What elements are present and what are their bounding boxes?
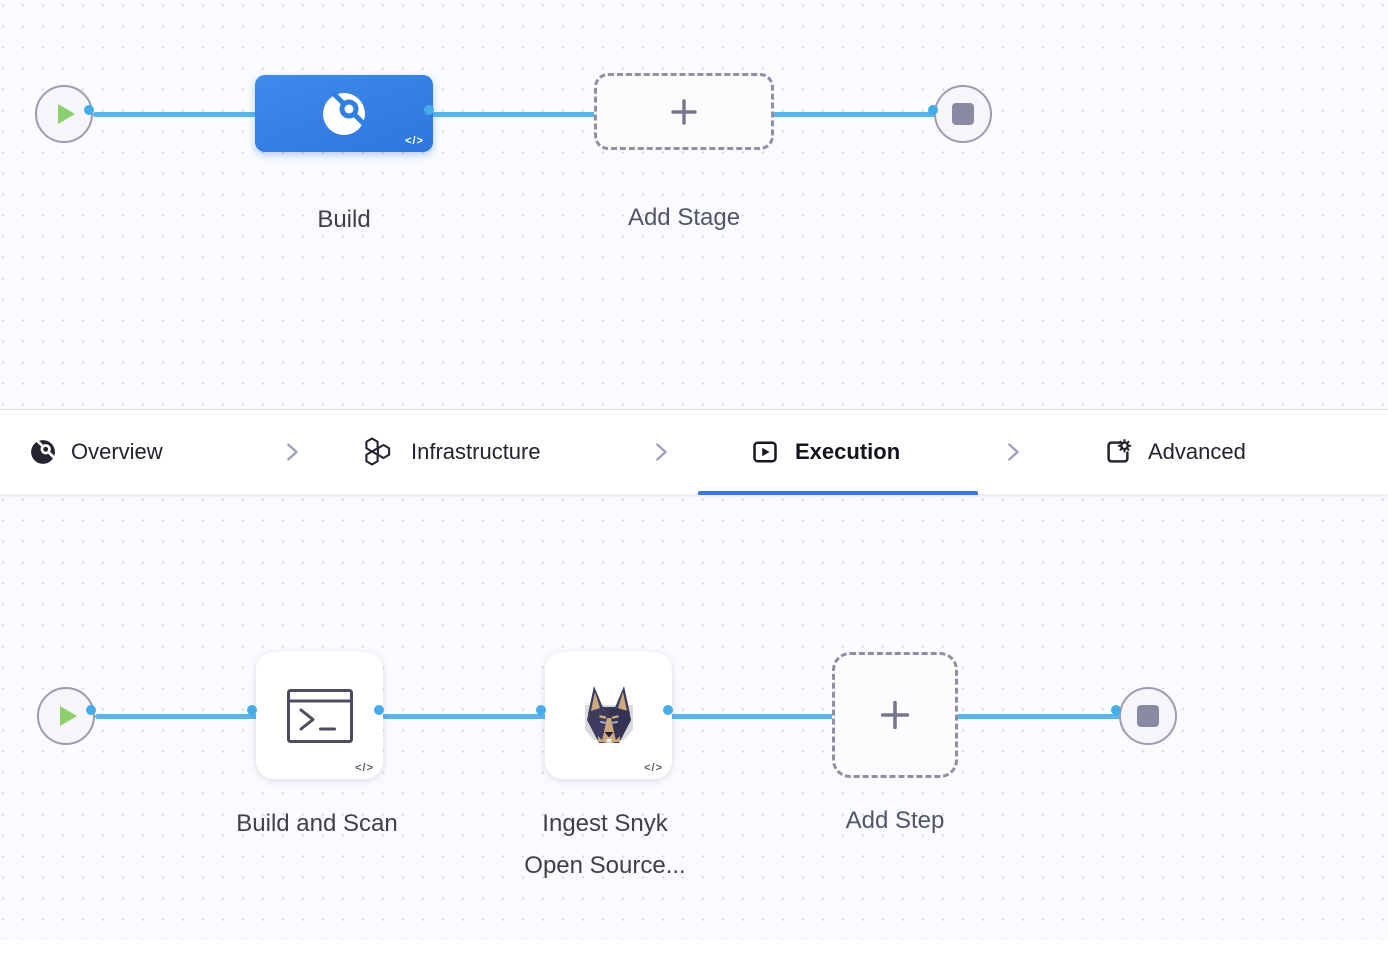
code-badge: </> bbox=[405, 135, 424, 147]
panel-gear-icon bbox=[1107, 438, 1132, 463]
chevron-right-icon bbox=[287, 443, 298, 461]
tab-advanced[interactable]: Advanced bbox=[1103, 410, 1246, 494]
stage-tab-bar: Overview Infrastructure Execution bbox=[0, 409, 1388, 495]
bottom-scroll-strip bbox=[0, 940, 1388, 954]
play-icon bbox=[57, 104, 75, 124]
connector-dot bbox=[86, 705, 96, 715]
stop-icon bbox=[1137, 705, 1159, 727]
add-step-button[interactable] bbox=[832, 652, 958, 778]
add-stage-button[interactable] bbox=[594, 73, 774, 150]
plus-icon bbox=[671, 98, 697, 125]
stage-label: Build bbox=[317, 206, 371, 233]
play-icon bbox=[59, 706, 77, 726]
active-tab-underline bbox=[698, 491, 978, 495]
tab-label: Execution bbox=[795, 439, 901, 464]
connector-dot bbox=[84, 105, 94, 115]
pipeline-start-node bbox=[35, 85, 93, 143]
ci-overview-icon bbox=[31, 440, 55, 464]
tab-execution[interactable]: Execution bbox=[750, 410, 900, 494]
step-card-ingest-snyk[interactable]: </> bbox=[545, 652, 672, 779]
code-badge: </> bbox=[355, 762, 374, 774]
connector-dot bbox=[928, 105, 938, 115]
step-label-build-and-scan: Build and Scan bbox=[236, 810, 398, 837]
connector-dot bbox=[247, 705, 257, 715]
execution-play-icon bbox=[753, 441, 777, 463]
code-badge: </> bbox=[644, 762, 663, 774]
ci-stage-icon bbox=[323, 92, 366, 135]
chevron-right-icon bbox=[656, 443, 667, 461]
execution-end-node bbox=[1119, 687, 1177, 745]
snyk-doberman-icon bbox=[584, 685, 633, 743]
plus-icon bbox=[880, 700, 910, 730]
tab-infrastructure[interactable]: Infrastructure bbox=[362, 410, 541, 494]
chevron-right-icon bbox=[1008, 443, 1019, 461]
connector-dot bbox=[663, 705, 673, 715]
execution-graph-canvas[interactable]: </> bbox=[0, 494, 1388, 940]
tab-label: Advanced bbox=[1148, 439, 1246, 464]
execution-start-node bbox=[37, 687, 95, 745]
add-stage-label: Add Stage bbox=[627, 204, 741, 231]
step-label-ingest-snyk: Ingest Snyk Open Source... bbox=[524, 810, 686, 879]
add-step-label: Add Step bbox=[845, 807, 945, 834]
tab-label: Overview bbox=[71, 439, 163, 464]
tab-overview[interactable]: Overview bbox=[30, 410, 163, 494]
stage-card-build[interactable]: </> bbox=[255, 75, 433, 152]
connector-dot bbox=[536, 705, 546, 715]
stage-graph-canvas[interactable]: </> Build Add Stage bbox=[0, 0, 1388, 409]
hexagons-icon bbox=[365, 437, 391, 466]
tab-label: Infrastructure bbox=[411, 439, 541, 464]
step-card-build-and-scan[interactable]: </> bbox=[256, 652, 383, 779]
connector-dot bbox=[1111, 705, 1121, 715]
stop-icon bbox=[952, 103, 974, 125]
run-step-terminal-icon bbox=[286, 688, 353, 743]
connector-dot bbox=[374, 705, 384, 715]
connector-dot bbox=[424, 105, 434, 115]
stage-connector-line bbox=[93, 112, 938, 117]
pipeline-end-node bbox=[934, 85, 992, 143]
